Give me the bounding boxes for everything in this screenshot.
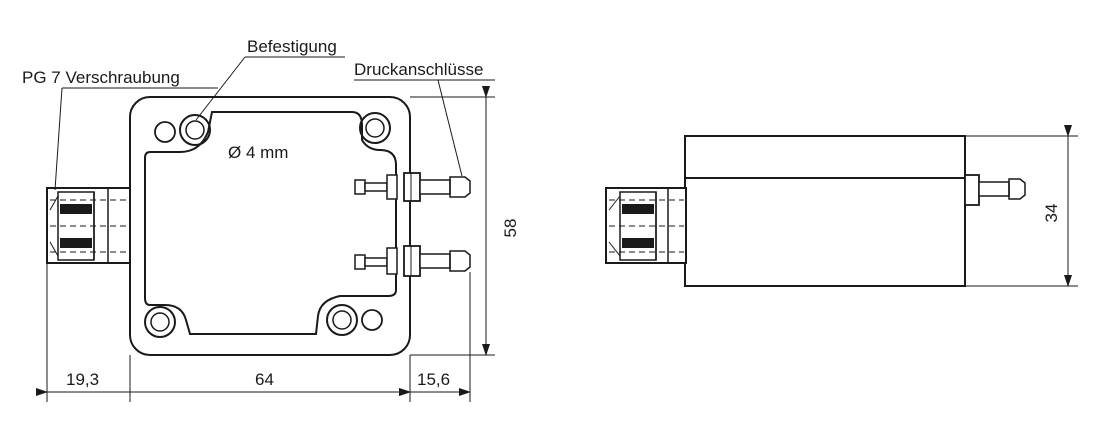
side-view [605, 125, 1078, 287]
housing-outline [129, 96, 411, 356]
dim-19-3: 19,3 [66, 370, 99, 389]
pressure-port-bottom [354, 245, 471, 277]
label-bore: Ø 4 mm [228, 143, 288, 162]
side-housing [684, 135, 966, 287]
pg7-gland-side [605, 187, 687, 264]
inner-recess [144, 111, 397, 335]
dim-height-front [410, 86, 495, 356]
dim-height-side [965, 125, 1078, 287]
leader-lines [54, 56, 495, 191]
pg7-gland-front [46, 187, 131, 264]
dim-64: 64 [255, 370, 274, 389]
mounting-holes [144, 112, 391, 338]
dim-15-6: 15,6 [417, 370, 450, 389]
dim-horizontal-front [36, 263, 471, 402]
pressure-port-top [354, 172, 471, 202]
pressure-port-side [964, 174, 1026, 206]
dim-34: 34 [1042, 204, 1061, 223]
label-pg7: PG 7 Verschraubung [22, 68, 180, 87]
front-view [36, 56, 495, 402]
label-druckanschluesse: Druckanschlüsse [354, 60, 483, 79]
dim-58: 58 [501, 219, 520, 238]
label-befestigung: Befestigung [247, 37, 337, 56]
